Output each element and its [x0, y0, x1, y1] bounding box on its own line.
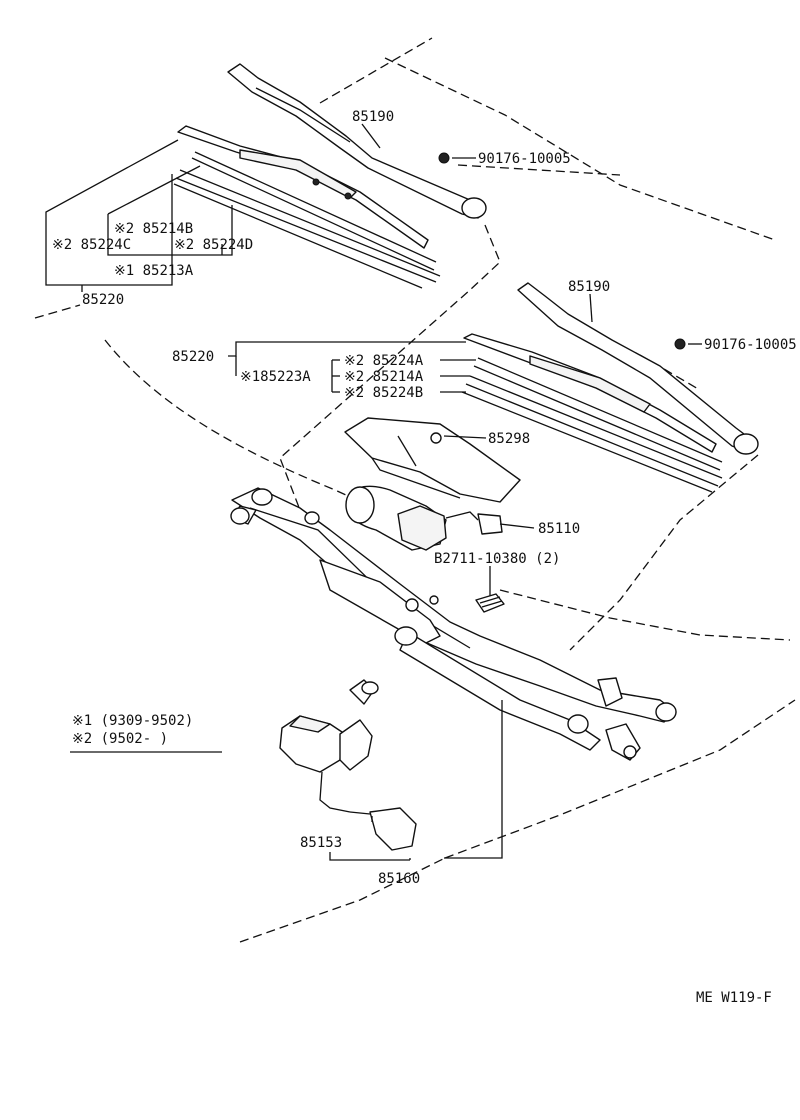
label-blade-right-insert-223a: ※185223A — [240, 369, 311, 385]
label-arm-right: 85190 — [568, 279, 610, 295]
label-nut-right: 90176-10005 — [704, 337, 797, 353]
label-blade-right-assy-a: ※2 85224A — [344, 353, 424, 369]
label-motor-assy: 85153 — [300, 835, 342, 851]
label-blade-left-insert-b: ※2 85214B — [114, 221, 193, 237]
wiper-motor — [345, 485, 503, 551]
part-labels: 85190 90176-10005 ※2 85214B ※2 85224C ※2… — [52, 109, 797, 1006]
label-motor: 85110 — [538, 521, 580, 537]
reference-dashed-lines — [34, 37, 796, 943]
legend-line-1: ※1 (9309-9502) — [72, 713, 193, 729]
label-blade-right: 85220 — [172, 349, 214, 365]
label-arm-upper: 85190 — [352, 109, 394, 125]
wiper-blade-right — [461, 333, 723, 493]
legend-line-2: ※2 (9502- ) — [72, 731, 168, 747]
label-blade-right-insert-a: ※2 85214A — [344, 369, 424, 385]
leader-lines — [45, 123, 702, 861]
label-blade-left-assy-c: ※2 85224C — [52, 237, 131, 253]
motor-cover — [344, 417, 521, 503]
label-blade-left: 85220 — [82, 292, 124, 308]
label-bolt: B2711-10380 (2) — [434, 551, 560, 567]
label-blade-left-assy-d: ※2 85224D — [174, 237, 253, 253]
wiper-blade-left — [173, 125, 441, 289]
bolt — [475, 593, 505, 613]
label-blade-left-insert-a: ※1 85213A — [114, 263, 194, 279]
wiper-arm-left — [227, 63, 487, 219]
wiper-linkage — [230, 487, 677, 761]
motor-assembly — [279, 679, 417, 851]
label-link-assy: 85160 — [378, 871, 420, 887]
wiper-arm-right — [517, 282, 759, 455]
label-blade-right-assy-b: ※2 85224B — [344, 385, 423, 401]
label-cover: 85298 — [488, 431, 530, 447]
diagram-code: ME W119-F — [696, 990, 772, 1006]
label-nut-upper: 90176-10005 — [478, 151, 571, 167]
